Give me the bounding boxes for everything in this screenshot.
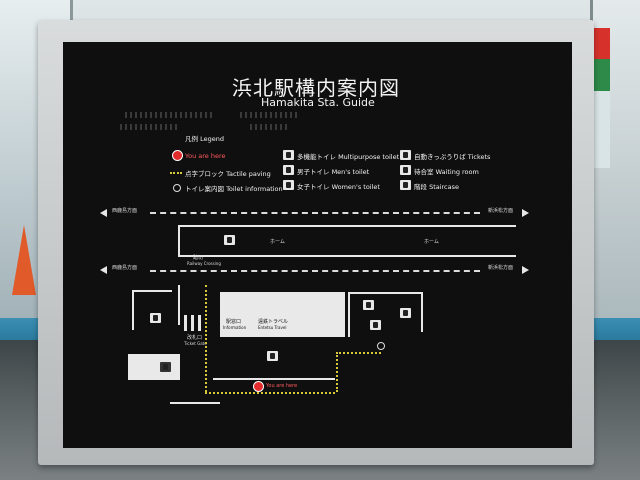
travel-label: 遠鉄トラベル [258,319,289,325]
legend-mens: 男子トイレ Men's toilet [297,168,370,176]
legend-tickets: 自動きっぷうりば Tickets [414,153,491,161]
waiting-room-icon [400,165,411,175]
staircase-icon [150,313,161,323]
staircase-icon [400,180,411,190]
building-wall [132,290,134,330]
toilet-info-icon [173,184,181,192]
mens-toilet-icon [363,300,374,310]
legend-waiting: 待合室 Waiting room [414,168,479,176]
travel-label-en: Entetsu Travel [258,325,287,330]
direction-right-top: 新浜松方面 [488,208,514,214]
legend-you-are-here: You are here [185,152,226,160]
braille-strip [125,112,215,118]
tactile-paving-route [336,352,338,392]
tactile-paving-route [205,392,335,394]
you-are-here-marker [172,150,183,161]
braille-strip [250,124,290,130]
building-wall-bottom [213,378,335,380]
ticket-gate-bar [191,315,194,331]
legend-title: 凡例 Legend [185,135,224,143]
traffic-cone [12,225,36,295]
entrance-mark [170,402,220,404]
crossing-label: 踏切 [193,255,204,261]
legend-multipurpose: 多機能トイレ Multipurpose toilet [297,153,400,161]
staircase-icon [224,235,235,245]
station-office-block [220,292,345,337]
map-you-are-here: You are here [266,383,298,389]
legend-womens: 女子トイレ Women's toilet [297,183,380,191]
building-wall [178,285,180,325]
ticket-machine-icon [160,362,171,372]
platform-label-left: ホーム [270,239,285,245]
ticket-gate-label: 改札口 [187,335,203,341]
tactile-paving-icon [170,172,182,174]
railway-track-lower [150,270,480,272]
mens-toilet-icon [283,165,294,175]
arrow-right-icon [522,209,529,217]
arrow-left-icon [100,266,107,274]
legend-toilet-info: トイレ案内図 Toilet information [185,185,283,193]
direction-right-bottom: 新浜松方面 [488,265,514,271]
ticket-machine-block [128,354,180,380]
sign-title-japanese: 浜北駅構内案内図 [232,76,400,100]
platform-edge-bottom [178,255,516,257]
platform-label-right: ホーム [424,239,439,245]
waiting-room-icon [267,351,278,361]
braille-strip [120,124,180,130]
building-wall [132,290,172,292]
braille-strip [240,112,300,118]
ticket-gate-label-en: Ticket Gate [184,341,207,346]
multipurpose-toilet-icon [283,150,294,160]
legend-staircase: 階段 Staircase [414,183,460,191]
sign-title-english: Hamakita Sta. Guide [261,96,375,109]
platform-end [178,225,180,257]
toilet-wall [348,292,423,294]
platform-edge-top [178,225,516,227]
crossing-label-en: Railway Crossing [187,261,221,266]
info-label-en: Information [223,325,247,330]
ticket-gate-bar [198,315,201,331]
info-label: 駅窓口 [226,319,242,325]
ticket-machine-icon [400,150,411,160]
railway-track-upper [150,212,480,214]
sign-panel [63,42,572,448]
womens-toilet-icon [283,180,294,190]
toilet-wall [348,292,350,337]
ticket-gate-bar [184,315,187,331]
toilet-info-icon [377,342,385,350]
arrow-left-icon [100,209,107,217]
arrow-right-icon [522,266,529,274]
womens-toilet-icon [400,308,411,318]
direction-left-bottom: 西鹿島方面 [112,265,138,271]
toilet-wall [421,292,423,332]
tactile-paving-route [205,285,207,392]
tactile-paving-route [336,352,381,354]
direction-left-top: 西鹿島方面 [112,208,138,214]
legend-tactile: 点字ブロック Tactile paving [185,170,271,178]
you-are-here-marker [253,381,264,392]
multipurpose-toilet-icon [370,320,381,330]
